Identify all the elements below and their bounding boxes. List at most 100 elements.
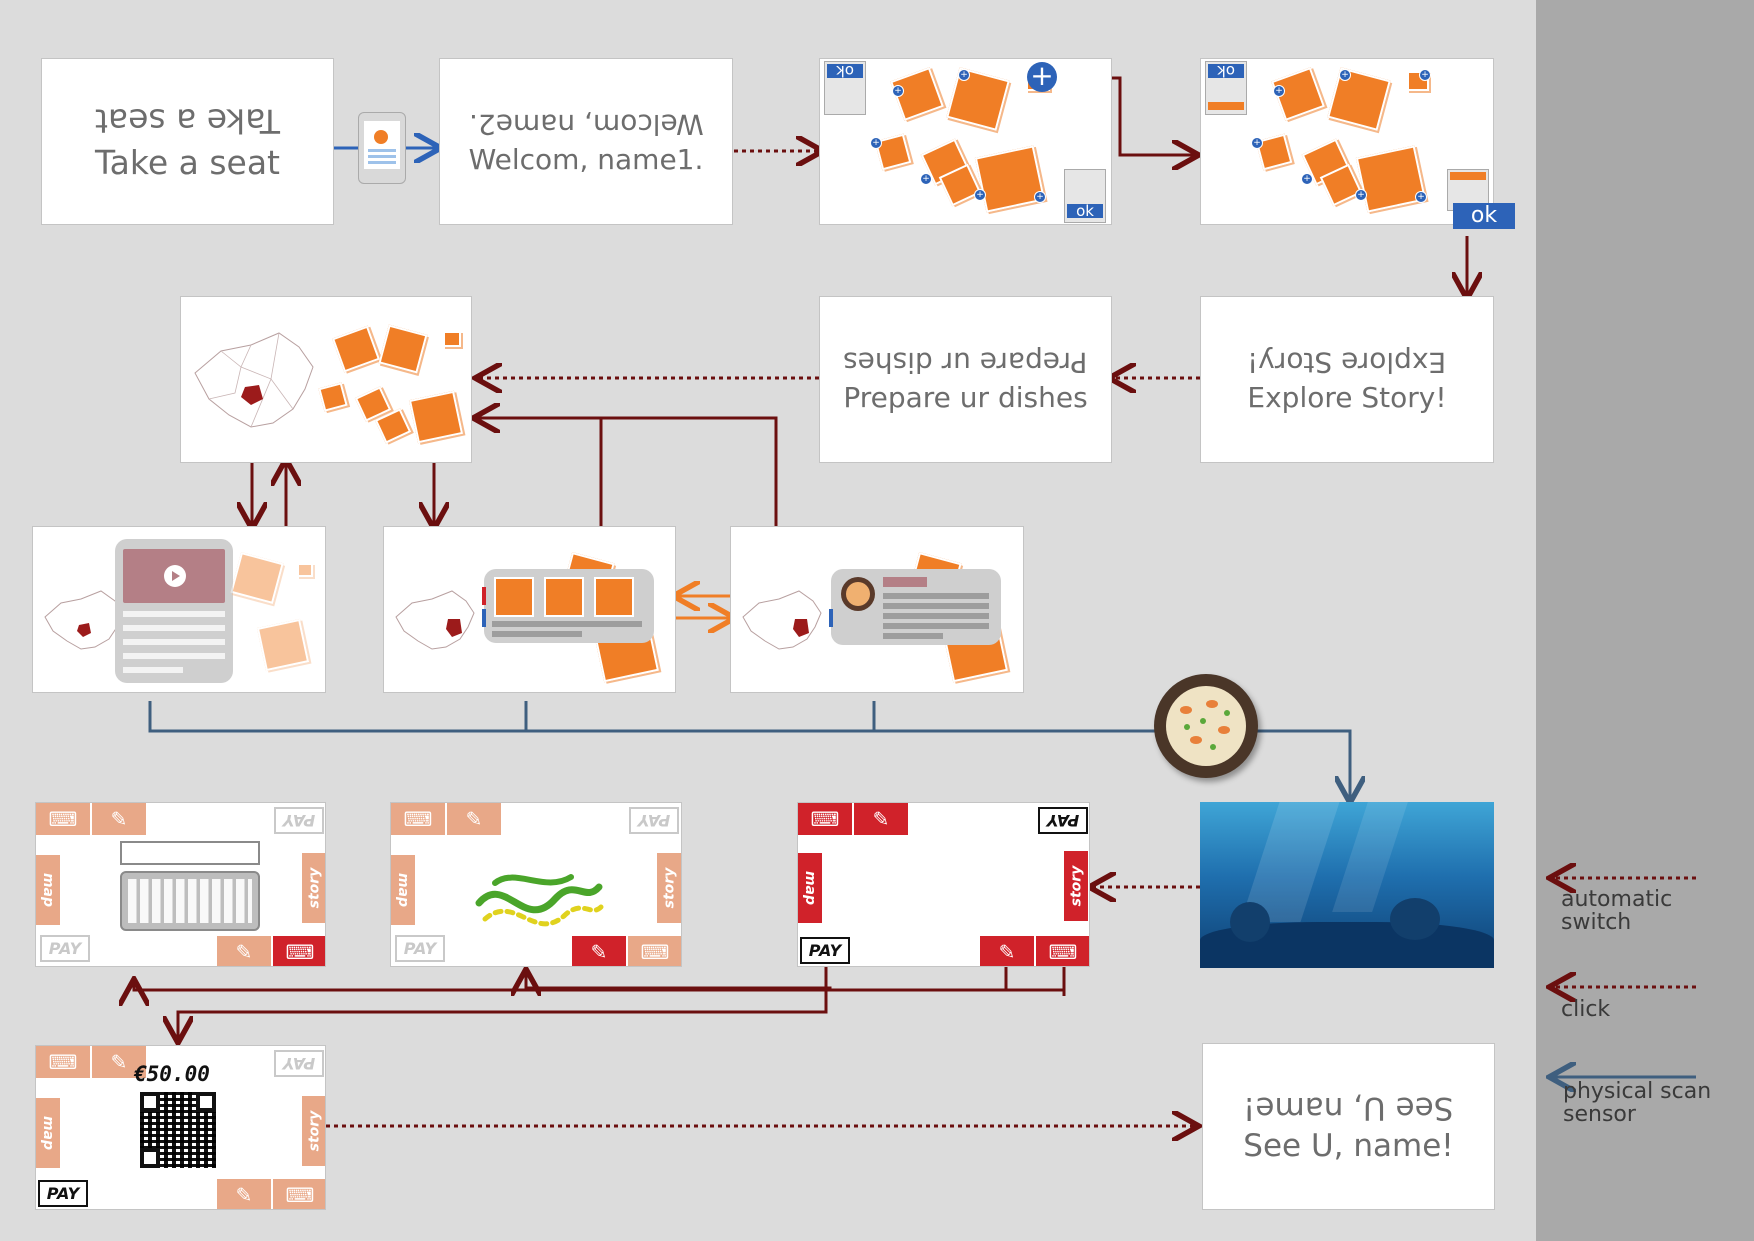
plate-area-top: ok — [1205, 61, 1247, 115]
pay-button[interactable]: PAY — [800, 937, 850, 964]
keyboard-icon[interactable]: ⌨ — [1036, 936, 1089, 966]
story-tab[interactable]: story — [302, 853, 325, 923]
plus-icon[interactable]: + — [1251, 137, 1263, 149]
legend-automatic-switch: automatic switch — [1561, 887, 1673, 936]
keyboard-icon[interactable]: ⌨ — [798, 803, 852, 835]
plus-icon[interactable]: + — [1027, 62, 1057, 92]
screen-take-seat: Take a seat Take a seat — [41, 58, 334, 225]
keyboard-icon[interactable]: ⌨ — [391, 803, 445, 835]
plus-icon[interactable]: + — [958, 69, 970, 81]
pay-button[interactable]: PAY — [395, 935, 445, 962]
plus-icon[interactable]: + — [1415, 191, 1427, 203]
screen-payment-qr: ⌨ ✎ PAY map story €50.00 PAY ✎ ⌨ — [35, 1045, 326, 1210]
plus-icon[interactable]: + — [870, 137, 882, 149]
plus-icon[interactable]: + — [1034, 191, 1046, 203]
china-map — [742, 590, 822, 650]
recipe-card — [831, 569, 1001, 645]
map-tab[interactable]: map — [798, 853, 822, 923]
pay-button[interactable]: PAY — [40, 935, 90, 962]
dish-card[interactable] — [1355, 145, 1427, 213]
pay-button-flipped[interactable]: PAY — [274, 807, 324, 834]
dish-card[interactable] — [256, 618, 310, 672]
keyboard-icon[interactable]: ⌨ — [273, 1179, 325, 1209]
dish-card[interactable] — [443, 331, 461, 347]
price-label: €50.00 — [134, 1062, 210, 1086]
pencil-icon[interactable]: ✎ — [92, 803, 146, 835]
image-icon[interactable] — [594, 577, 634, 617]
dish-bowl-icon — [841, 577, 875, 611]
qr-code-icon — [140, 1092, 216, 1168]
text-input[interactable] — [120, 841, 260, 865]
screen-pay-draw: ⌨ ✎ PAY map story PAY ✎ ⌨ — [390, 802, 682, 967]
plate-area-top: ok — [824, 61, 866, 115]
plus-icon[interactable]: + — [1339, 69, 1351, 81]
gallery-card — [484, 569, 654, 643]
tablet-icon — [358, 112, 406, 184]
screen-recipe-story — [730, 526, 1024, 693]
plus-icon[interactable]: + — [892, 85, 904, 97]
pencil-icon[interactable]: ✎ — [980, 936, 1034, 966]
video-frame[interactable] — [123, 549, 225, 603]
play-icon[interactable] — [164, 565, 186, 587]
drawing-scribble[interactable] — [475, 863, 605, 943]
image-icon[interactable] — [494, 577, 534, 617]
pay-button-flipped[interactable]: PAY — [629, 807, 679, 834]
story-tab[interactable]: story — [302, 1096, 325, 1166]
china-map — [395, 590, 475, 650]
ok-button[interactable]: ok — [1067, 204, 1103, 219]
screen-video-story — [32, 526, 326, 693]
keyboard-icon[interactable]: ⌨ — [273, 936, 325, 966]
keyboard-icon[interactable]: ⌨ — [36, 803, 90, 835]
story-tab[interactable]: story — [657, 853, 681, 923]
dish-bowl-icon — [1154, 674, 1258, 778]
screen-welcome: Welcom, name2. Welcom, name1. — [439, 58, 733, 225]
screen-prepare-dishes: Prepare ur dishes Prepare ur dishes — [819, 296, 1112, 463]
underwater-scene — [1200, 802, 1494, 968]
pay-button-flipped[interactable]: PAY — [1038, 807, 1088, 834]
screen-choose-dishes: ok + + + + + + + ok — [819, 58, 1112, 225]
pencil-icon[interactable]: ✎ — [217, 1179, 271, 1209]
keyboard-icon[interactable]: ⌨ — [36, 1046, 90, 1078]
screen-pay-keyboard: ⌨ ✎ PAY map story PAY ✎ ⌨ — [35, 802, 326, 967]
pencil-icon[interactable]: ✎ — [92, 1046, 146, 1078]
plus-icon[interactable]: + — [1273, 85, 1285, 97]
plate-area-bottom: ok — [1064, 169, 1106, 223]
dish-card[interactable] — [1327, 67, 1391, 131]
legend-sidebar — [1536, 0, 1754, 1241]
screen-dish-added: ok + + + + + + + ok — [1200, 58, 1515, 229]
ok-button-flipped[interactable]: ok — [827, 62, 863, 80]
plus-icon[interactable]: + — [1301, 173, 1313, 185]
plus-icon[interactable]: + — [1419, 69, 1431, 81]
screen-goodbye: See U, name! See U, name! — [1202, 1043, 1495, 1210]
pay-button-flipped[interactable]: PAY — [274, 1050, 324, 1077]
story-tab[interactable]: story — [1064, 851, 1088, 921]
pencil-icon[interactable]: ✎ — [217, 936, 271, 966]
keyboard-icon[interactable]: ⌨ — [628, 936, 681, 966]
ok-button-large[interactable]: ok — [1453, 203, 1515, 229]
pencil-icon[interactable]: ✎ — [854, 803, 908, 835]
dish-card[interactable] — [297, 563, 313, 577]
legend-click: click — [1561, 997, 1611, 1022]
dish-card[interactable] — [408, 390, 464, 444]
map-tab[interactable]: map — [391, 855, 415, 925]
dish-card[interactable] — [946, 67, 1010, 131]
screen-gallery-story — [383, 526, 676, 693]
screen-map-overview — [180, 296, 472, 463]
plus-icon[interactable]: + — [1355, 189, 1367, 201]
pencil-icon[interactable]: ✎ — [447, 803, 501, 835]
pay-button[interactable]: PAY — [38, 1180, 88, 1207]
legend-physical-scan-sensor: physical scan sensor — [1563, 1079, 1712, 1128]
story-card — [115, 539, 233, 683]
onscreen-keyboard[interactable] — [120, 871, 260, 931]
map-tab[interactable]: map — [36, 1098, 60, 1168]
ok-button-flipped[interactable]: ok — [1208, 62, 1244, 80]
dish-card[interactable] — [230, 552, 284, 604]
pencil-icon[interactable]: ✎ — [572, 936, 626, 966]
dish-card[interactable] — [974, 145, 1046, 213]
plus-icon[interactable]: + — [920, 173, 932, 185]
screen-explore-story: Explore Story! Explore Story! — [1200, 296, 1494, 463]
china-map — [194, 332, 314, 428]
map-tab[interactable]: map — [36, 855, 60, 925]
image-icon[interactable] — [544, 577, 584, 617]
plus-icon[interactable]: + — [974, 189, 986, 201]
